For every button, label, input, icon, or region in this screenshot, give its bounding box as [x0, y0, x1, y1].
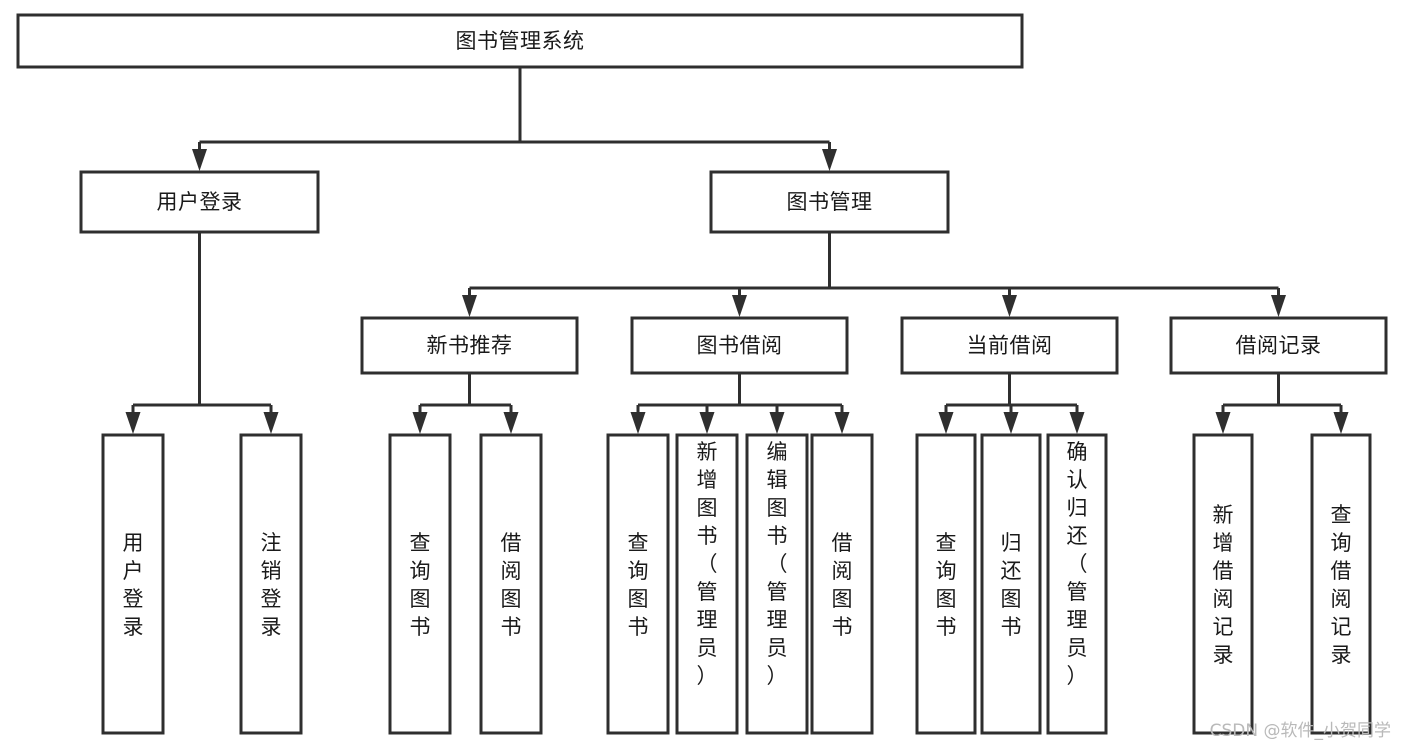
node-box[interactable]: [745, 433, 809, 735]
node-box[interactable]: [1169, 316, 1388, 375]
node-box[interactable]: [16, 13, 1024, 69]
node-leaf-user-logout[interactable]: 注销登录: [239, 433, 303, 735]
edge-group-l3_book_borrow: [630, 373, 850, 434]
node-label: 查询图书: [936, 531, 957, 639]
node-l3-current-borrow[interactable]: 当前借阅: [900, 316, 1119, 375]
node-box[interactable]: [79, 170, 320, 234]
node-label: 图书管理系统: [456, 29, 585, 53]
node-l3-new-book-rec[interactable]: 新书推荐: [360, 316, 579, 375]
arrow-head-icon: [1002, 295, 1017, 317]
node-box[interactable]: [1192, 433, 1254, 735]
edge-group-l3_borrow_record: [1215, 373, 1349, 434]
arrow-head-icon: [834, 412, 850, 434]
node-box[interactable]: [709, 170, 950, 234]
node-box[interactable]: [675, 433, 739, 735]
arrow-head-icon: [1333, 412, 1349, 434]
node-label: 借阅图书: [501, 531, 522, 639]
node-label: 借阅记录: [1236, 334, 1322, 358]
arrow-head-icon: [263, 412, 279, 434]
edge-group-l3_new_book_rec: [412, 373, 519, 434]
arrow-head-icon: [1069, 412, 1085, 434]
node-leaf-confirm-return[interactable]: 确认归还（管理员）: [1046, 433, 1108, 735]
node-box[interactable]: [980, 433, 1042, 735]
node-l3-borrow-record[interactable]: 借阅记录: [1169, 316, 1388, 375]
node-box[interactable]: [630, 316, 849, 375]
edge-group-l3_current_borrow: [938, 373, 1085, 434]
node-label: 新增图书（管理员）: [697, 440, 718, 688]
node-box[interactable]: [388, 433, 452, 735]
arrow-head-icon: [732, 295, 747, 317]
arrow-head-icon: [1271, 295, 1286, 317]
node-label: 查询借阅记录: [1331, 503, 1352, 667]
arrow-head-icon: [938, 412, 954, 434]
node-box[interactable]: [900, 316, 1119, 375]
node-box[interactable]: [1310, 433, 1372, 735]
node-root[interactable]: 图书管理系统: [16, 13, 1024, 69]
node-label: 新增借阅记录: [1213, 503, 1234, 667]
node-l2-book-mgmt[interactable]: 图书管理: [709, 170, 950, 234]
arrow-head-icon: [462, 295, 477, 317]
node-leaf-edit-book[interactable]: 编辑图书（管理员）: [745, 433, 809, 735]
arrow-head-icon: [699, 412, 715, 434]
node-box[interactable]: [360, 316, 579, 375]
node-label: 归还图书: [1001, 531, 1022, 639]
node-box[interactable]: [810, 433, 874, 735]
node-label: 图书借阅: [697, 334, 783, 358]
node-label: 用户登录: [157, 190, 243, 214]
node-leaf-query-book-a[interactable]: 查询图书: [388, 433, 452, 735]
node-layer: 图书管理系统用户登录图书管理新书推荐图书借阅当前借阅借阅记录用户登录注销登录查询…: [16, 13, 1388, 735]
edge-group-l2_user_login: [125, 232, 279, 434]
node-box[interactable]: [239, 433, 303, 735]
node-leaf-query-record[interactable]: 查询借阅记录: [1310, 433, 1372, 735]
node-box[interactable]: [606, 433, 670, 735]
node-label: 用户登录: [123, 531, 144, 639]
edge-group-l2_book_mgmt: [462, 232, 1286, 317]
node-label: 编辑图书（管理员）: [767, 440, 788, 688]
arrow-head-icon: [630, 412, 646, 434]
node-leaf-query-book-c[interactable]: 查询图书: [915, 433, 977, 735]
node-label: 查询图书: [410, 531, 431, 639]
arrow-head-icon: [412, 412, 428, 434]
connector-layer: [125, 67, 1349, 434]
node-leaf-add-record[interactable]: 新增借阅记录: [1192, 433, 1254, 735]
node-l3-book-borrow[interactable]: 图书借阅: [630, 316, 849, 375]
node-leaf-return-book[interactable]: 归还图书: [980, 433, 1042, 735]
node-label: 当前借阅: [967, 334, 1053, 358]
arrow-head-icon: [822, 149, 837, 171]
node-leaf-user-login[interactable]: 用户登录: [101, 433, 165, 735]
node-box[interactable]: [915, 433, 977, 735]
node-label: 新书推荐: [427, 334, 513, 358]
edge-group-root: [192, 67, 837, 171]
node-label: 图书管理: [787, 190, 873, 214]
node-label: 注销登录: [261, 531, 282, 639]
node-box[interactable]: [479, 433, 543, 735]
node-box[interactable]: [101, 433, 165, 735]
node-leaf-borrow-book-b[interactable]: 借阅图书: [810, 433, 874, 735]
arrow-head-icon: [125, 412, 141, 434]
arrow-head-icon: [769, 412, 785, 434]
node-leaf-borrow-book-a[interactable]: 借阅图书: [479, 433, 543, 735]
node-leaf-query-book-b[interactable]: 查询图书: [606, 433, 670, 735]
node-label: 查询图书: [628, 531, 649, 639]
arrow-head-icon: [192, 149, 207, 171]
arrow-head-icon: [503, 412, 519, 434]
node-label: 借阅图书: [832, 531, 853, 639]
node-label: 确认归还（管理员）: [1067, 440, 1088, 688]
arrow-head-icon: [1215, 412, 1231, 434]
arrow-head-icon: [1003, 412, 1019, 434]
node-box[interactable]: [1046, 433, 1108, 735]
node-leaf-add-book[interactable]: 新增图书（管理员）: [675, 433, 739, 735]
node-l2-user-login[interactable]: 用户登录: [79, 170, 320, 234]
